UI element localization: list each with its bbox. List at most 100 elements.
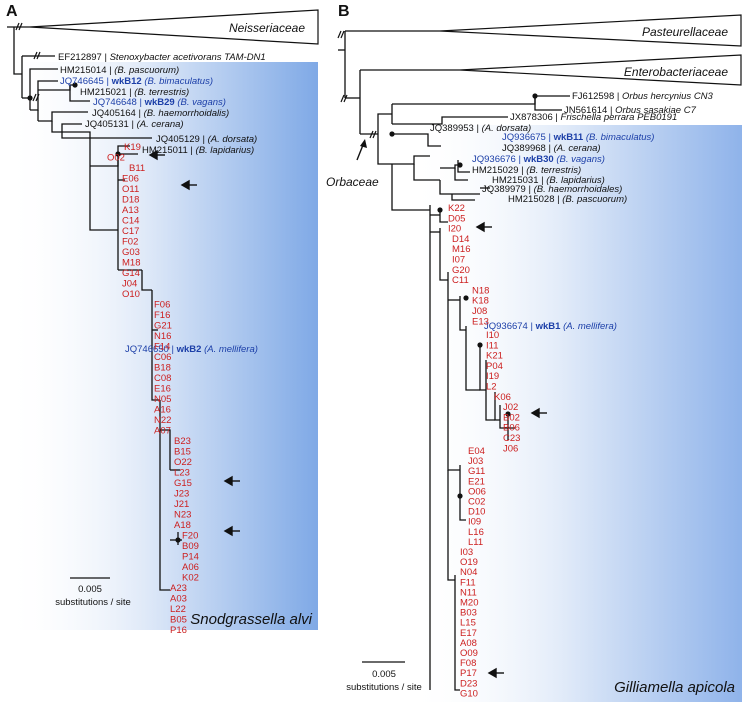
ref-label: JN561614 | Orbus sasakiae C7 bbox=[564, 105, 697, 116]
sample-label: I03 bbox=[460, 547, 473, 558]
sample-label: I19 bbox=[486, 371, 499, 382]
sample-label: K21 bbox=[486, 351, 503, 362]
sample-label: M20 bbox=[460, 598, 478, 609]
ref-labels-a: EF212897 | Stenoxybacter acetivorans TAM… bbox=[58, 52, 266, 355]
sample-label: M16 bbox=[452, 244, 470, 255]
sample-label: N23 bbox=[174, 510, 191, 521]
panel-a-letter: A bbox=[6, 3, 18, 20]
ref-label: JQ746648 | wkB29 (B. vagans) bbox=[93, 97, 226, 108]
arrow-icon bbox=[475, 221, 492, 233]
sample-label: I10 bbox=[486, 330, 499, 341]
sample-label: F06 bbox=[154, 300, 170, 311]
sample-label: K02 bbox=[182, 573, 199, 584]
sample-label: N16 bbox=[154, 331, 171, 342]
sample-label: I07 bbox=[452, 255, 465, 266]
clade-label-pasteurellaceae: Pasteurellaceae bbox=[642, 25, 728, 39]
sample-label: C17 bbox=[122, 226, 139, 237]
sample-label: A13 bbox=[122, 205, 139, 216]
sample-label: D14 bbox=[452, 234, 469, 245]
shaded-region-a bbox=[5, 62, 318, 630]
sample-label: A08 bbox=[460, 638, 477, 649]
sample-label: F02 bbox=[122, 237, 138, 248]
ref-label: HM215011 | (B. lapidarius) bbox=[142, 145, 254, 156]
sample-label: J21 bbox=[174, 499, 189, 510]
sample-label: O06 bbox=[468, 486, 486, 497]
sample-label: A06 bbox=[182, 562, 199, 573]
sample-label: F11 bbox=[460, 577, 476, 588]
arrows-b bbox=[475, 221, 547, 679]
sample-label: E21 bbox=[468, 476, 485, 487]
sample-label: K19 bbox=[124, 142, 141, 153]
shaded-region-b bbox=[408, 125, 742, 702]
sample-label: B23 bbox=[174, 436, 191, 447]
clade-label-enterobacteriaceae: Enterobacteriaceae bbox=[624, 65, 728, 79]
sample-label: L2 bbox=[486, 382, 497, 393]
arrow-icon bbox=[148, 149, 165, 161]
sample-label: O19 bbox=[460, 557, 478, 568]
ref-label: FJ612598 | Orbus hercynius CN3 bbox=[572, 91, 714, 102]
sample-label: A16 bbox=[154, 405, 171, 416]
slash-marks-a bbox=[15, 22, 41, 102]
sample-label: I11 bbox=[486, 340, 499, 351]
ref-label: JQ405129 | (A. dorsata) bbox=[156, 134, 257, 145]
sample-label: B09 bbox=[182, 541, 199, 552]
slash-marks-b bbox=[337, 30, 377, 139]
sample-label: N04 bbox=[460, 567, 477, 578]
arrow-icon bbox=[487, 667, 504, 679]
scale-bar-b: 0.005 substitutions / site bbox=[346, 661, 422, 693]
panel-b-letter: B bbox=[338, 3, 350, 20]
sample-label: J06 bbox=[503, 443, 518, 454]
arrow-icon bbox=[360, 139, 367, 148]
ref-label: JQ389953 | (A. dorsata) bbox=[430, 123, 531, 134]
sample-label: F14 bbox=[154, 342, 170, 353]
sample-label: A23 bbox=[170, 583, 187, 594]
sample-labels-b: K22D05I20D14M16I07G20C11N18K18J08E13I10I… bbox=[448, 203, 520, 699]
sample-label: E16 bbox=[154, 384, 171, 395]
sample-label: G03 bbox=[122, 247, 140, 258]
sample-label: F16 bbox=[154, 310, 170, 321]
sample-label: L15 bbox=[460, 618, 476, 629]
sample-label: N22 bbox=[154, 415, 171, 426]
collapsed-clade-neisseriaceae bbox=[29, 9, 319, 45]
sample-label: O09 bbox=[460, 648, 478, 659]
sample-label: P17 bbox=[460, 668, 477, 679]
ref-label: JQ405131 | (A. cerana) bbox=[85, 119, 184, 130]
sample-label: J08 bbox=[472, 306, 487, 317]
sample-label: C11 bbox=[452, 275, 469, 286]
ref-label: HM215029 | (B. terrestris) bbox=[472, 165, 581, 176]
sample-labels-a: K19O02B11E06O11D18A13C14C17F02G03M18G14J… bbox=[107, 142, 199, 636]
tree-branches-b bbox=[338, 30, 570, 691]
ref-label: JQ936676 | wkB30 (B. vagans) bbox=[472, 154, 605, 165]
species-label-b: Gilliamella apicola bbox=[614, 679, 735, 696]
scale-bar-a: 0.005 substitutions / site bbox=[55, 577, 131, 608]
sample-label: E06 bbox=[122, 174, 139, 185]
sample-label: P16 bbox=[170, 625, 187, 636]
sample-label: D23 bbox=[460, 678, 477, 689]
panel-b: B Pasteurellaceae Enterobacteriaceae bbox=[326, 3, 742, 702]
scale-value-a: 0.005 bbox=[78, 584, 102, 595]
ref-label: EF212897 | Stenoxybacter acetivorans TAM… bbox=[58, 52, 266, 63]
sample-label: K06 bbox=[494, 392, 511, 403]
sample-label: B11 bbox=[129, 163, 145, 174]
sample-label: C23 bbox=[503, 433, 520, 444]
sample-label: A18 bbox=[174, 520, 191, 531]
sample-label: N05 bbox=[154, 394, 171, 405]
sample-label: D05 bbox=[448, 213, 465, 224]
collapsed-clade-pasteurellaceae bbox=[439, 14, 742, 47]
sample-label: G11 bbox=[468, 466, 485, 477]
node-dots-b bbox=[389, 93, 538, 499]
ref-label: HM215028 | (B. pascuorum) bbox=[508, 194, 627, 205]
sample-label: B15 bbox=[174, 447, 191, 458]
sample-label: J02 bbox=[503, 402, 518, 413]
sample-label: N11 bbox=[460, 587, 477, 598]
sample-label: C14 bbox=[122, 216, 139, 227]
arrow-icon bbox=[530, 407, 547, 419]
sample-label: C08 bbox=[154, 373, 171, 384]
sample-label: F20 bbox=[182, 531, 198, 542]
ref-label: HM215021 | (B. terrestris) bbox=[80, 87, 189, 98]
sample-label: I09 bbox=[468, 517, 481, 528]
collapsed-clade-enterobacteriaceae bbox=[459, 54, 742, 86]
sample-label: O22 bbox=[174, 457, 192, 468]
sample-label: J23 bbox=[174, 489, 189, 500]
